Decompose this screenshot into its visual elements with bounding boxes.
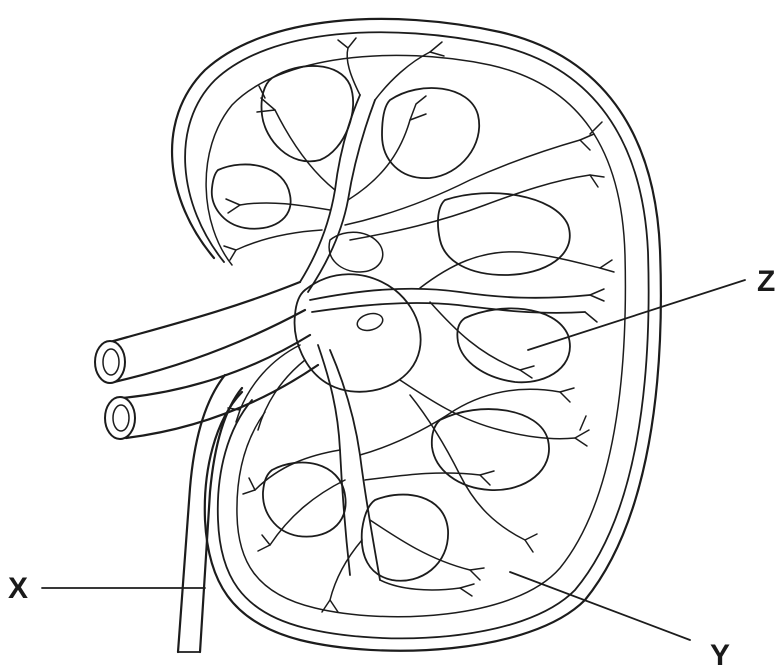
renal-vessels	[95, 282, 318, 439]
renal-cortex-boundary	[206, 55, 625, 616]
kidney-capsule	[172, 19, 661, 651]
label-y: Y	[710, 639, 730, 668]
ureter	[178, 375, 242, 652]
label-z: Z	[757, 265, 775, 298]
label-x: X	[8, 572, 28, 605]
leader-line-z	[528, 280, 745, 350]
renal-pyramids	[212, 66, 570, 581]
leader-lines	[42, 280, 745, 640]
